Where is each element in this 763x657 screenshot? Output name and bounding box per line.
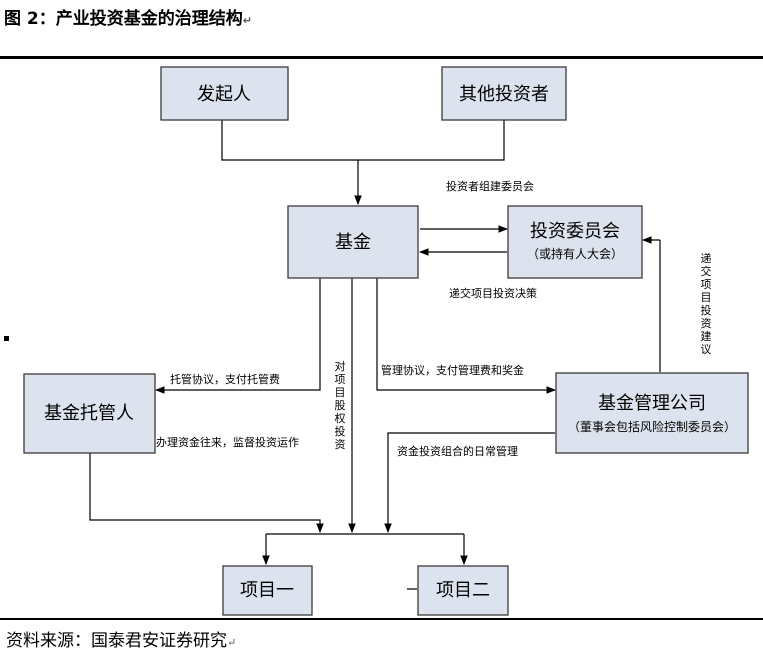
custodian-to-projects-arrow [89, 453, 324, 533]
initiator-box [160, 66, 289, 121]
custodian-box [23, 373, 156, 454]
fund-label: 基金 [335, 232, 371, 253]
bottom-rule [0, 618, 763, 620]
submit-decision-label: 递交项目投资决策 [449, 286, 537, 300]
management-agreement-label: 管理协议，支付管理费和奖金 [381, 363, 524, 377]
project-two-box [417, 565, 509, 616]
bullet-marker [4, 336, 9, 341]
project-two-label: 项目二 [436, 580, 490, 601]
other-investors-label: 其他投资者 [459, 84, 549, 105]
fund-box [287, 205, 419, 279]
project-one-box [222, 565, 313, 616]
other-investors-connector [358, 120, 505, 161]
handle-funds-label: 办理资金往来，监督投资运作 [156, 435, 299, 449]
figure-title-text: 图 2：产业投资基金的治理结构 [4, 9, 243, 29]
custodian-label: 基金托管人 [44, 403, 134, 424]
manager-to-projects-arrow [384, 432, 555, 533]
fund-manager-label: 基金管理公司 [598, 393, 706, 414]
project-one-label: 项目一 [240, 580, 294, 601]
fund-to-manager-arrow [376, 278, 556, 394]
initiator-label: 发起人 [197, 84, 251, 105]
source-note-text: 资料来源：国泰君安证券研究 [6, 631, 227, 651]
fund-manager-box [555, 372, 749, 454]
investment-committee-label: 投资委员会 [530, 221, 620, 242]
source-note: 资料来源：国泰君安证券研究↵ [6, 626, 236, 651]
investment-committee-box [507, 205, 643, 279]
other-investors-box [441, 66, 567, 121]
submit-advice-vertical-label: 递交项目投资建议 [701, 251, 712, 356]
node-boxes [23, 66, 749, 616]
return-mark-icon: ↵ [242, 14, 252, 27]
figure-title: 图 2：产业投资基金的治理结构↵ [4, 4, 252, 29]
form-committee-label: 投资者组建委员会 [446, 179, 534, 193]
fund-manager-sublabel: （董事会包括风险控制委员会） [568, 419, 736, 434]
daily-management-label: 资金投资组合的日常管理 [397, 444, 518, 458]
initiator-connector [221, 120, 358, 161]
source-return-mark-icon: ↵ [227, 636, 237, 649]
equity-investment-vertical-label: 对项目股权投资 [335, 359, 346, 451]
fund-to-custodian-arrow [155, 278, 321, 394]
top-rule [0, 56, 763, 59]
custody-agreement-label: 托管协议，支付托管费 [170, 372, 280, 386]
investment-committee-sublabel: （或持有人大会） [527, 246, 623, 261]
